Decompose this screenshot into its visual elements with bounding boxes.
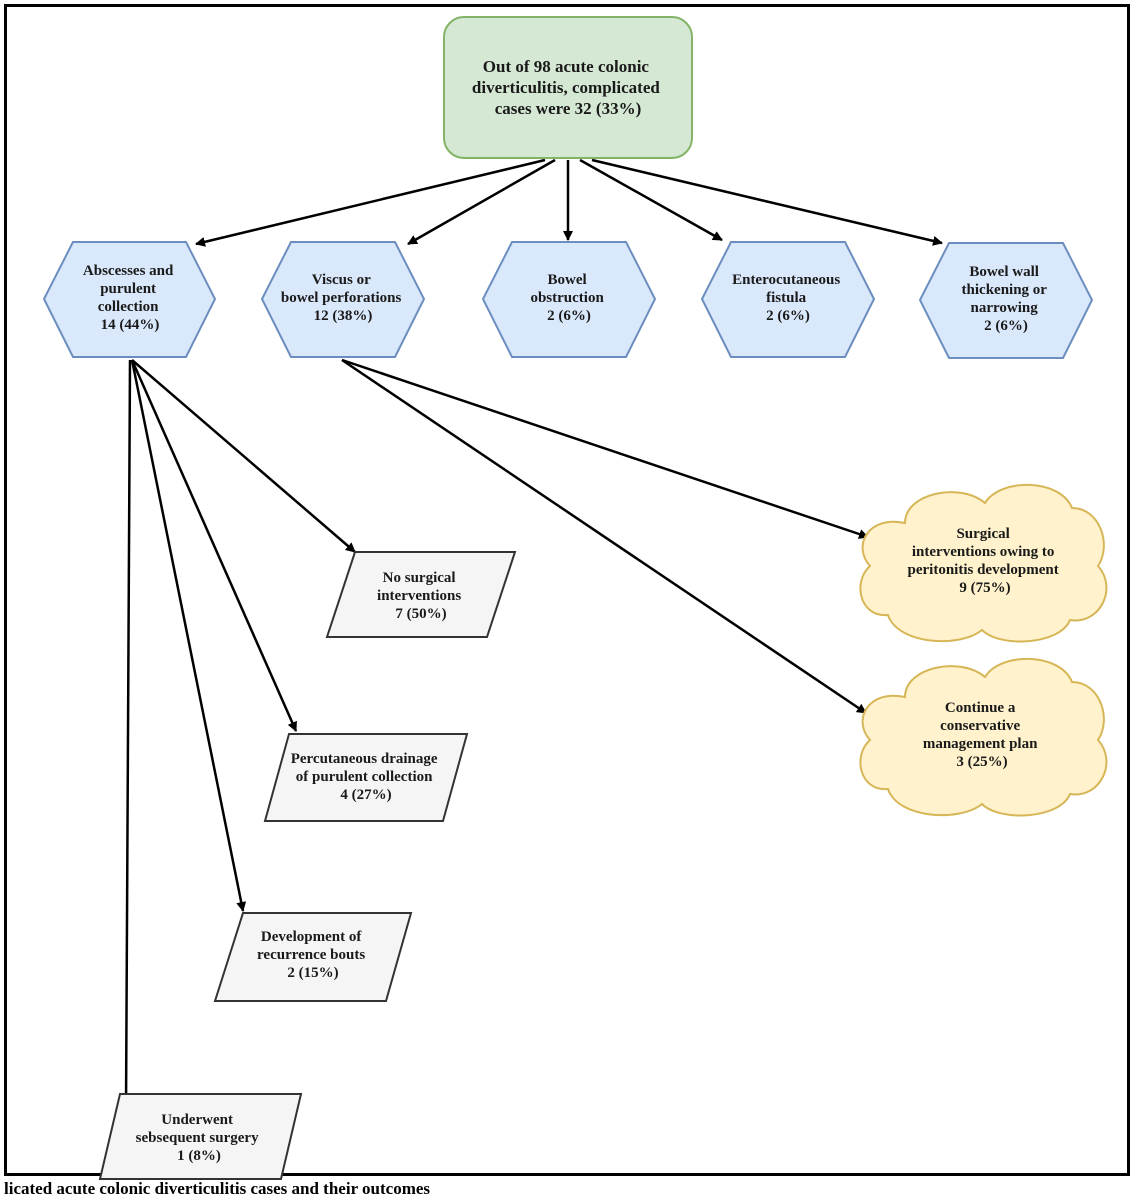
outcome-label: No surgical interventions 7 (50%)	[377, 570, 465, 622]
arrow-root-to-perforation	[407, 158, 556, 246]
category-thickening: Bowel wall thickening or narrowing 2 (6%…	[918, 242, 1094, 359]
outcome-label: Surgical interventions owing to peritoni…	[908, 526, 1063, 596]
arrow-root-to-fistula	[579, 158, 723, 242]
outcome-recurrence: Development of recurrence bouts 2 (15%)	[213, 912, 413, 1002]
category-label: Abscesses and purulent collection 14 (44…	[83, 263, 177, 333]
arrow-abscess-to-subsequent-surgery	[121, 359, 132, 1109]
outcome-subsequent-surgery: Underwent sebsequent surgery 1 (8%)	[98, 1093, 303, 1180]
category-label: Viscus or bowel perforations 12 (38%)	[281, 272, 405, 324]
category-hexagon	[481, 241, 657, 358]
outcome-label: Underwent sebsequent surgery 1 (8%)	[136, 1112, 263, 1164]
outcome-no-surgery: No surgical interventions 7 (50%)	[325, 551, 517, 638]
arrow-perforation-to-surgical	[341, 358, 869, 539]
outcome-parallelogram	[98, 1093, 303, 1180]
category-fistula: Enterocutaneous fistula 2 (6%)	[700, 241, 876, 358]
category-label: Bowel wall thickening or narrowing 2 (6%…	[962, 264, 1051, 334]
root-label: Out of 98 acute colonic diverticulitis, …	[472, 57, 664, 118]
category-hexagon	[918, 242, 1094, 359]
outcome-label: Development of recurrence bouts 2 (15%)	[257, 929, 369, 981]
outcome-parallelogram	[325, 551, 517, 638]
figure-caption: licated acute colonic diverticulitis cas…	[4, 1179, 431, 1198]
outcome-surgical: Surgical interventions owing to peritoni…	[859, 483, 1108, 643]
arrow-root-to-thickening	[591, 158, 943, 246]
outcome-parallelogram	[263, 733, 469, 822]
arrow-abscess-to-recurrence	[130, 359, 247, 912]
outcome-parallelogram	[213, 912, 413, 1002]
outcome-cloud	[859, 483, 1108, 643]
category-perforation: Viscus or bowel perforations 12 (38%)	[260, 241, 426, 358]
outcome-drainage: Percutaneous drainage of purulent collec…	[263, 733, 469, 822]
category-abscess: Abscesses and purulent collection 14 (44…	[42, 241, 217, 358]
category-label: Bowel obstruction 2 (6%)	[530, 272, 607, 324]
category-hexagon	[42, 241, 217, 358]
category-label: Enterocutaneous fistula 2 (6%)	[732, 272, 844, 324]
outcome-label: Percutaneous drainage of purulent collec…	[291, 751, 442, 803]
figure-frame	[4, 4, 1130, 1176]
arrow-abscess-to-no-surgery	[131, 359, 356, 553]
category-hexagon	[700, 241, 876, 358]
outcome-label: Continue a conservative management plan …	[923, 700, 1041, 770]
arrow-abscess-to-drainage	[130, 359, 298, 732]
arrow-root-to-abscess	[195, 158, 546, 247]
category-obstruction: Bowel obstruction 2 (6%)	[481, 241, 657, 358]
root-node: Out of 98 acute colonic diverticulitis, …	[443, 16, 693, 159]
outcome-cloud	[859, 657, 1108, 817]
category-hexagon	[260, 241, 426, 358]
root-box	[443, 16, 693, 159]
outcome-conservative: Continue a conservative management plan …	[859, 657, 1108, 817]
arrow-perforation-to-conservative	[341, 358, 867, 715]
connector-group	[121, 158, 943, 1109]
